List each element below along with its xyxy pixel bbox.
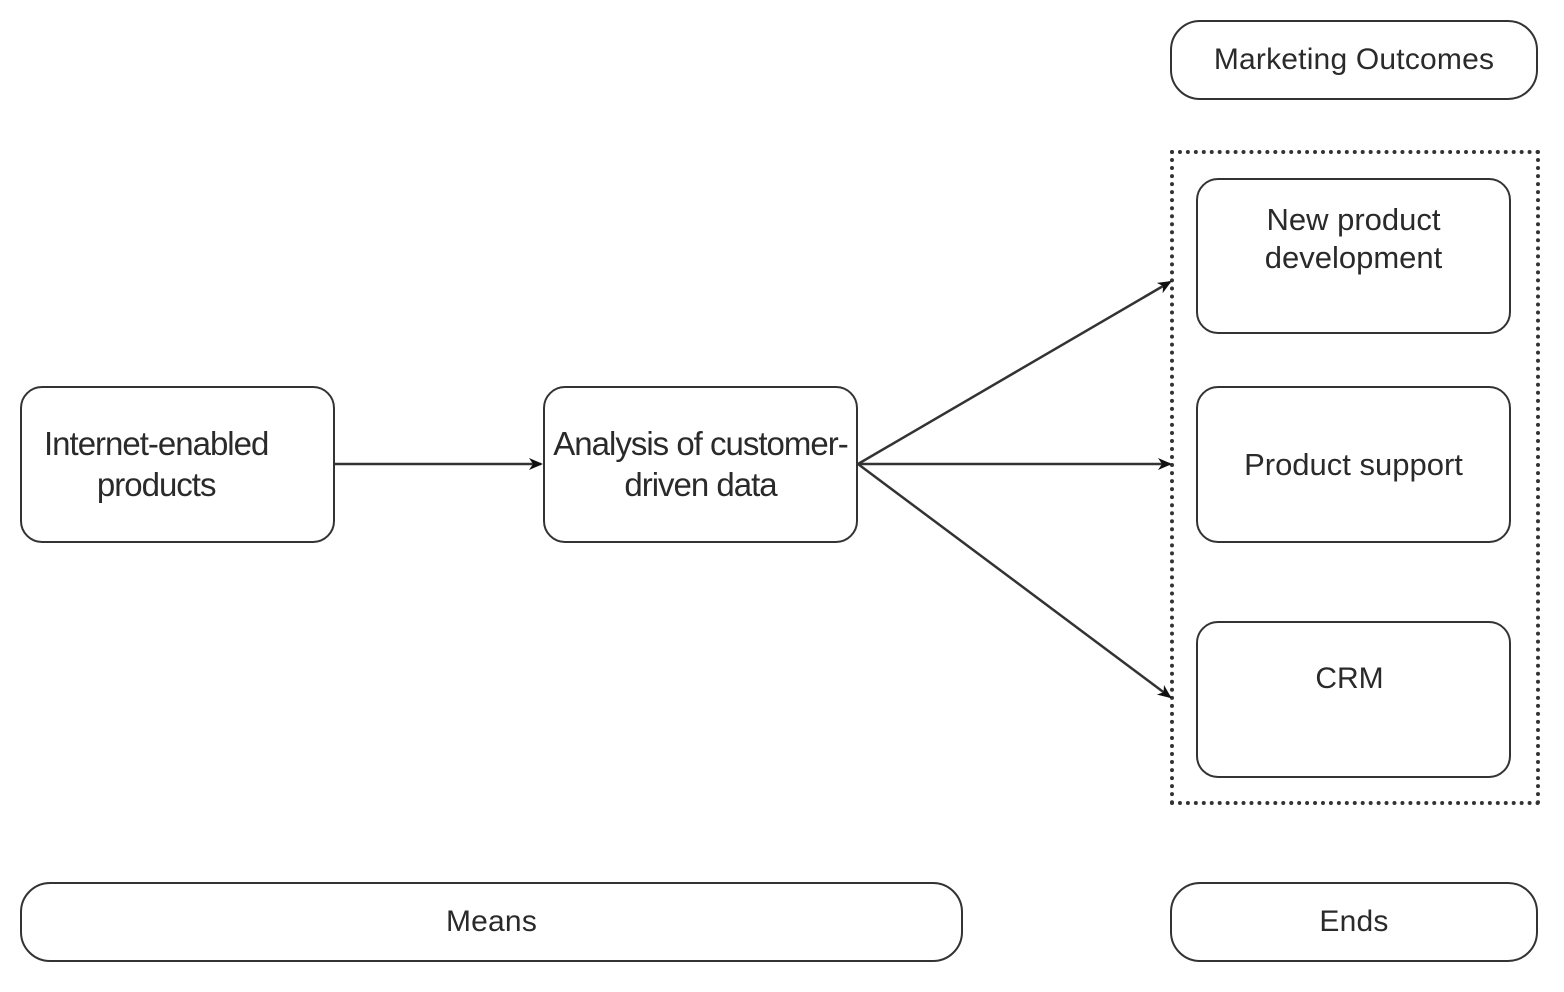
node-analysis-label: Analysis of customer- driven data — [553, 425, 848, 503]
node-product-support-label: Product support — [1244, 446, 1463, 482]
node-internet-enabled-products: Internet-enabled products — [20, 386, 335, 543]
means-label: Means — [20, 882, 963, 962]
edge-analysis-to-crm — [857, 462, 1172, 699]
means-label-text: Means — [445, 905, 538, 938]
node-analysis-of-customer-data: Analysis of customer- driven data — [543, 386, 858, 543]
ends-label-text: Ends — [1319, 905, 1389, 938]
edge-analysis-to-new-product — [857, 280, 1172, 466]
ends-label: Ends — [1170, 882, 1538, 962]
node-new-product-label: New product development — [1264, 202, 1443, 275]
outcomes-group-border — [1170, 150, 1540, 805]
node-product-support: Product support — [1196, 386, 1511, 543]
node-internet-enabled-products-label: Internet-enabled products — [44, 425, 269, 503]
marketing-outcomes-text: Marketing Outcomes — [1213, 43, 1495, 76]
node-new-product-development: New product development — [1196, 178, 1511, 334]
node-crm: CRM — [1196, 621, 1511, 778]
node-crm-label: CRM — [1315, 662, 1384, 695]
marketing-outcomes-label: Marketing Outcomes — [1170, 20, 1538, 100]
